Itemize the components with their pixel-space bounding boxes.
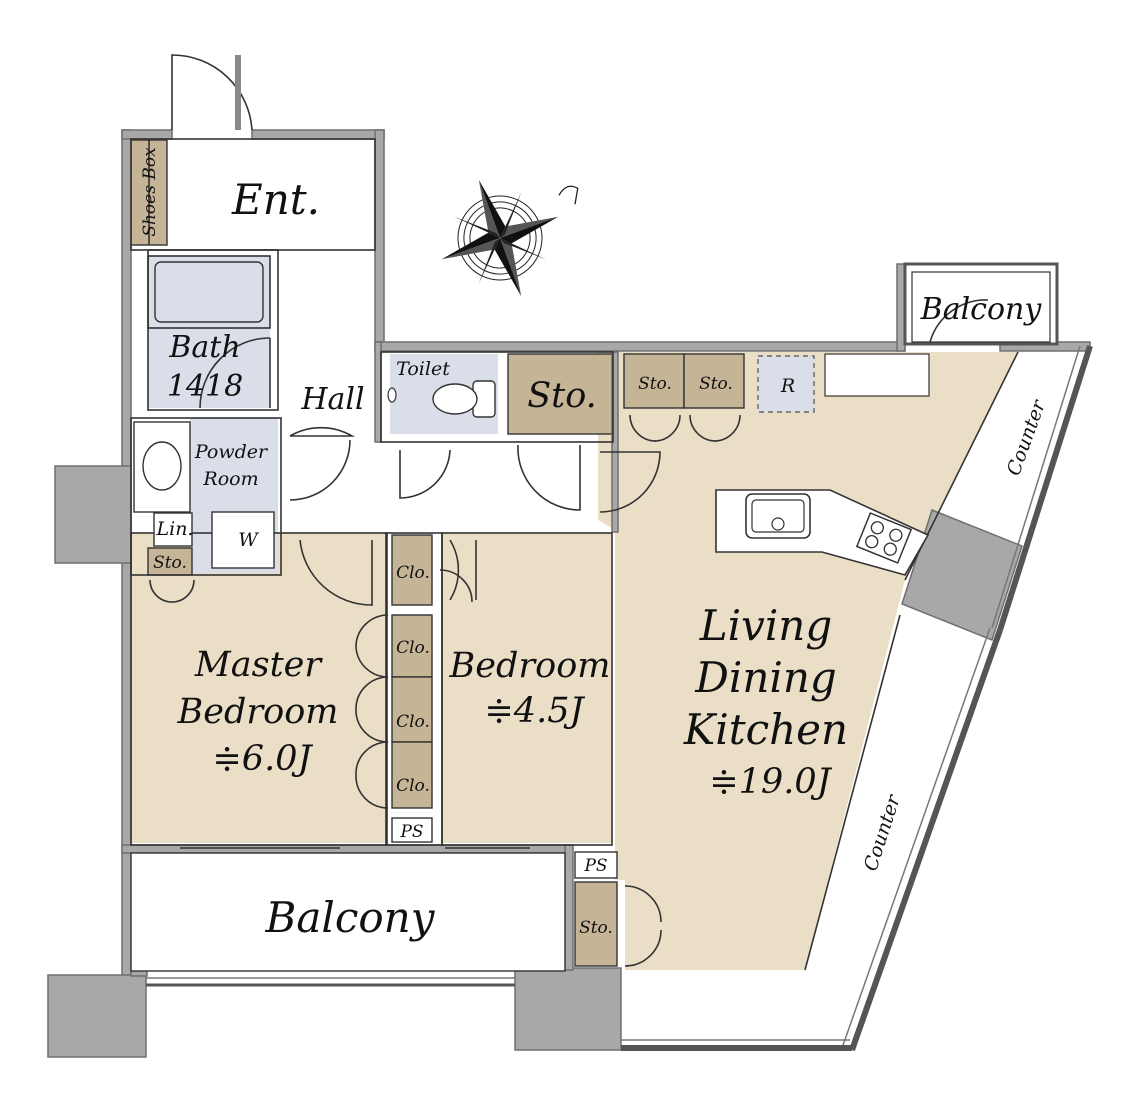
storage-main-label: Sto. bbox=[527, 376, 597, 416]
closet-1 bbox=[391, 534, 433, 606]
sink-icon bbox=[745, 493, 811, 539]
master-bedroom-floor bbox=[131, 533, 387, 843]
bedroom-size-label: ≑4.5J bbox=[484, 691, 585, 731]
linen-cabinet bbox=[153, 512, 193, 547]
refrigerator-box bbox=[757, 355, 815, 413]
closet-3 bbox=[391, 676, 433, 743]
storage-ldk bbox=[574, 881, 618, 967]
bathtub-icon bbox=[147, 255, 271, 329]
storage-main bbox=[507, 353, 614, 435]
bath-size-label: 1418 bbox=[167, 369, 243, 404]
powder-room-label-2: Room bbox=[202, 468, 258, 490]
storage-lin bbox=[147, 547, 193, 576]
master-bedroom-size-label: ≑6.0J bbox=[212, 739, 313, 779]
counter-top-label: Counter bbox=[1003, 396, 1051, 479]
balcony-bottom-area bbox=[130, 852, 566, 972]
ldk-label-1: Living bbox=[699, 601, 832, 650]
closet-2-label: Clo. bbox=[396, 638, 430, 658]
closet-4 bbox=[391, 741, 433, 809]
compass-rose-icon bbox=[441, 179, 579, 297]
bath-label: Bath bbox=[168, 330, 240, 365]
kitchen-cabinet bbox=[824, 353, 930, 397]
toilet-label: Toilet bbox=[396, 358, 450, 380]
storage-small-2 bbox=[683, 353, 745, 409]
ldk-floor bbox=[598, 352, 1018, 970]
washbasin-icon bbox=[133, 421, 191, 513]
master-bedroom-label-1: Master bbox=[194, 645, 323, 685]
storage-small-1-label: Sto. bbox=[638, 374, 672, 394]
master-bedroom-label-2: Bedroom bbox=[177, 692, 339, 732]
ldk-label-2: Dining bbox=[694, 653, 837, 702]
washer-label: W bbox=[238, 529, 259, 551]
shoes-box-label: Shoes Box bbox=[140, 147, 160, 237]
entrance-label: Ent. bbox=[231, 175, 320, 224]
powder-room-label-1: Powder bbox=[194, 441, 269, 463]
toilet-icon bbox=[387, 380, 496, 418]
ldk-size-label: ≑19.0J bbox=[709, 762, 832, 802]
doors bbox=[149, 54, 989, 967]
balcony-top-area bbox=[903, 262, 1059, 346]
storage-small-2-label: Sto. bbox=[699, 374, 733, 394]
closet-3-label: Clo. bbox=[396, 712, 430, 732]
bedroom-label: Bedroom bbox=[449, 646, 611, 686]
ldk-label-3: Kitchen bbox=[683, 705, 848, 754]
linen-label: Lin. bbox=[156, 518, 194, 540]
storage-ldk-label: Sto. bbox=[579, 918, 613, 938]
stove-icon bbox=[855, 512, 913, 564]
balcony-top-label: Balcony bbox=[920, 292, 1043, 327]
closet-1-label: Clo. bbox=[396, 563, 430, 583]
balcony-bottom-label: Balcony bbox=[265, 893, 436, 942]
exterior-windows bbox=[146, 345, 1093, 1051]
refrigerator-label: R bbox=[780, 375, 795, 397]
walls bbox=[47, 129, 1091, 1058]
washer-icon bbox=[211, 511, 275, 569]
closet-2 bbox=[391, 614, 433, 678]
ps-box-2 bbox=[574, 851, 618, 879]
bedroom-floor bbox=[442, 533, 612, 843]
storage-lin-label: Sto. bbox=[153, 553, 187, 573]
closet-4-label: Clo. bbox=[396, 776, 430, 796]
ps-2-label: PS bbox=[583, 856, 607, 876]
ps-box-1 bbox=[391, 817, 433, 843]
hall-label: Hall bbox=[300, 382, 364, 417]
ps-1-label: PS bbox=[399, 822, 423, 842]
counter-bottom-label: Counter bbox=[860, 791, 906, 874]
